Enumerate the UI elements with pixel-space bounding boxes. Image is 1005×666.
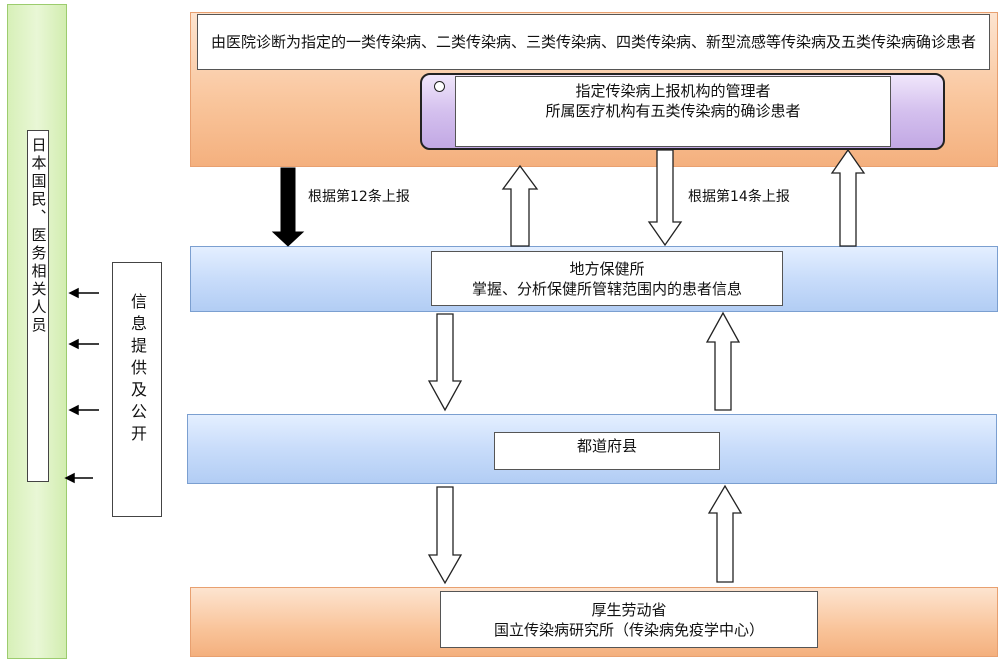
info-arrows [64,287,99,484]
prefecture-box: 都道府县 [494,432,720,470]
up-arrow-hc-to-manager-right [830,148,866,247]
patient-description-box: 由医院诊断为指定的一类传染病、二类传染病、三类传染病、四类传染病、新型流感等传染… [197,14,990,70]
up-arrow-ministry-to-prefecture [707,484,743,583]
ministry-box: 厚生劳动省 国立传染病研究所（传染病免疫学中心） [440,591,818,648]
ministry-title: 厚生劳动省 [591,600,667,619]
up-arrow-hc-to-manager-left [501,164,539,247]
manager-box: 指定传染病上报机构的管理者 所属医疗机构有五类传染病的确诊患者 [455,76,891,147]
health-center-title: 地方保健所 [569,259,645,278]
down-arrow-hc-to-prefecture [427,313,463,412]
article-14-label: 根据第14条上报 [688,189,790,205]
down-arrow-manager-to-hc [647,149,683,247]
patient-description: 由医院诊断为指定的一类传染病、二类传染病、三类传染病、四类传染病、新型流感等传染… [210,33,976,51]
circle-icon [434,81,445,92]
manager-line1: 指定传染病上报机构的管理者 [575,82,771,100]
up-arrow-prefecture-to-hc [705,311,741,411]
health-center-box: 地方保健所 掌握、分析保健所管辖范围内的患者信息 [431,251,783,306]
article-12-label: 根据第12条上报 [308,189,410,205]
manager-line2: 所属医疗机构有五类传染病的确诊患者 [545,102,801,120]
article-12-arrow [271,167,305,247]
down-arrow-prefecture-to-ministry [427,486,463,585]
health-center-desc: 掌握、分析保健所管辖范围内的患者信息 [471,279,742,298]
ministry-desc: 国立传染病研究所（传染病免疫学中心） [493,620,764,639]
prefecture-label: 都道府县 [576,437,637,455]
info-provision-box: 信息提供及公开 [112,262,162,517]
public-label-box: 日本国民、医务相关人员 [27,130,49,482]
info-provision-label: 信息提供及公开 [128,293,147,447]
public-label: 日本国民、医务相关人员 [29,137,48,335]
